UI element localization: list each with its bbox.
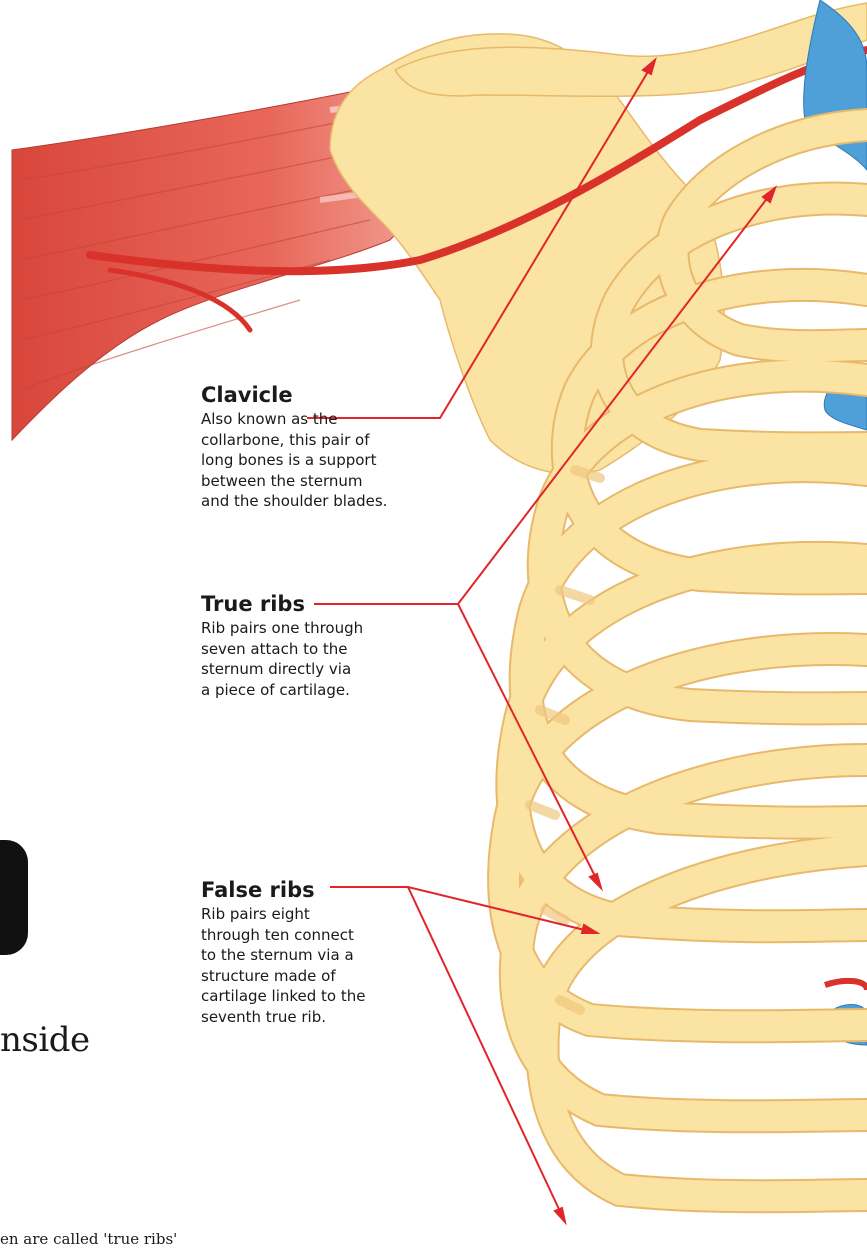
page-tab-marker: [0, 840, 28, 955]
clavicle-callout: Clavicle Also known as the collarbone, t…: [201, 383, 411, 512]
artery-lower: [825, 981, 867, 990]
vein: [804, 0, 867, 1045]
false-ribs-description: Rib pairs eight through ten connect to t…: [201, 904, 411, 1027]
clavicle-bone: [395, 3, 867, 96]
true-ribs-title: True ribs: [201, 592, 411, 616]
true-ribs-description: Rib pairs one through seven attach to th…: [201, 618, 411, 700]
false-ribs-callout: False ribs Rib pairs eight through ten c…: [201, 878, 411, 1027]
false-ribs-title: False ribs: [201, 878, 411, 902]
partial-body-text: en are called 'true ribs': [0, 1229, 177, 1249]
true-ribs-callout: True ribs Rib pairs one through seven at…: [201, 592, 411, 700]
clavicle-description: Also known as the collarbone, this pair …: [201, 409, 411, 512]
partial-heading: nside: [0, 1020, 90, 1060]
clavicle-title: Clavicle: [201, 383, 411, 407]
